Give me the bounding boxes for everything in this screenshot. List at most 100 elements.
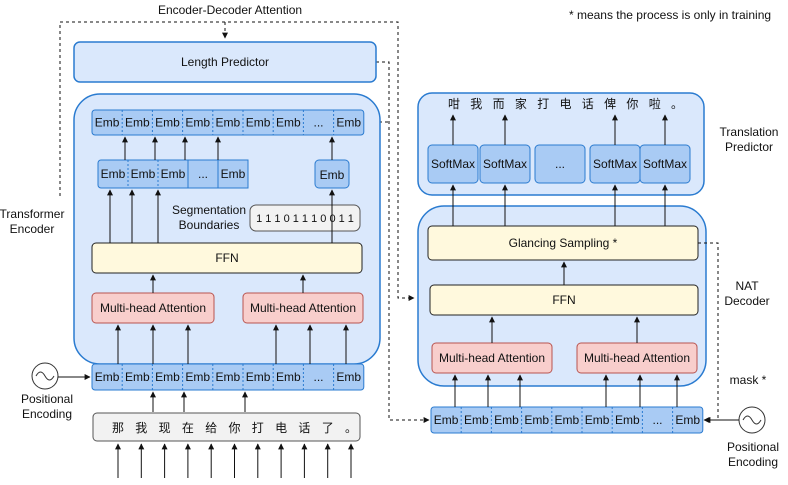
softmax-label: SoftMax bbox=[431, 157, 475, 171]
segmentation-label-2: Boundaries bbox=[179, 218, 240, 232]
length-predictor-box bbox=[73, 41, 377, 83]
encoder-top-emb-cell: Emb bbox=[185, 116, 210, 130]
encoder-input-emb-cell: Emb bbox=[246, 370, 271, 384]
source-token: 电 bbox=[275, 421, 287, 435]
decoder-input-emb-cell: ... bbox=[652, 413, 662, 427]
source-token: 你 bbox=[228, 421, 240, 435]
nat-decoder-label-2: Decoder bbox=[724, 294, 769, 308]
sine-wave-left-icon bbox=[35, 371, 55, 381]
encoder-top-emb-cell: Emb bbox=[276, 116, 301, 130]
decoder-ffn-label: FFN bbox=[552, 293, 575, 307]
nat-decoder-label-1: NAT bbox=[735, 279, 759, 293]
length-to-decoder-path bbox=[376, 61, 430, 423]
softmax-label: ... bbox=[555, 157, 565, 171]
encoder-top-emb-cell: Emb bbox=[246, 116, 271, 130]
encoder-seg-emb-last-label: Emb bbox=[221, 167, 246, 181]
source-token: 现 bbox=[159, 421, 171, 435]
encoder-seg-emb-cell: Emb bbox=[101, 167, 126, 181]
encoder-top-emb-cell: ... bbox=[313, 116, 323, 130]
glancing-sampling-label: Glancing Sampling * bbox=[509, 236, 618, 250]
segmentation-label-1: Segmentation bbox=[172, 203, 246, 217]
encoder-top-emb-frame bbox=[91, 109, 365, 136]
output-token: 而 bbox=[493, 97, 505, 111]
segment-end-emb-label: Emb bbox=[320, 168, 345, 182]
encoder-input-emb-cell: Emb bbox=[155, 370, 180, 384]
output-token: 话 bbox=[582, 97, 594, 111]
decoder-attention-left-label: Multi-head Attention bbox=[439, 351, 545, 365]
encoder-attention-left-label: Multi-head Attention bbox=[100, 301, 206, 315]
encoder-seg-emb-cell: Emb bbox=[161, 167, 186, 181]
output-token: 电 bbox=[559, 97, 571, 111]
source-token: 在 bbox=[182, 421, 194, 435]
output-token: 家 bbox=[515, 96, 527, 111]
decoder-input-emb-cell: Emb bbox=[494, 413, 519, 427]
source-tokens: 那我现在给你打电话了。 bbox=[112, 421, 357, 478]
source-token: 打 bbox=[252, 421, 264, 435]
encoder-seg-emb-last bbox=[217, 159, 249, 189]
decoder-input-emb-cell: Emb bbox=[524, 413, 549, 427]
encoder-input-emb-cell: Emb bbox=[185, 370, 210, 384]
decoder-input-emb-cell: Emb bbox=[464, 413, 489, 427]
decoder-input-emb-cell: Emb bbox=[585, 413, 610, 427]
positional-left-label-1: Positional bbox=[21, 392, 73, 406]
encoder-input-emb-cell: Emb bbox=[276, 370, 301, 384]
encoder-ffn-label: FFN bbox=[215, 251, 238, 265]
encoder-input-emb-cell: Emb bbox=[95, 370, 120, 384]
source-token: 那 bbox=[112, 421, 124, 435]
output-token: 啦 bbox=[649, 96, 661, 111]
mask-label: mask * bbox=[730, 373, 767, 387]
encoder-decoder-attention-label: Encoder-Decoder Attention bbox=[158, 3, 302, 17]
softmax-box bbox=[534, 144, 586, 184]
decoder-input-emb-cell: Emb bbox=[675, 413, 700, 427]
encoder-seg-emb-cell: Emb bbox=[131, 167, 156, 181]
translation-predictor-label-1: Translation bbox=[720, 125, 779, 139]
transformer-encoder-label-1: Transformer bbox=[0, 207, 64, 221]
source-token: 给 bbox=[205, 421, 217, 435]
transformer-encoder-label-2: Encoder bbox=[10, 222, 55, 236]
source-token: 。 bbox=[345, 421, 357, 435]
segmentation-bits: 1 1 1 0 1 1 1 0 0 1 1 bbox=[256, 213, 354, 225]
decoder-input-emb-frame bbox=[430, 406, 704, 434]
encoder-ffn-box bbox=[91, 242, 363, 274]
encoder-top-emb-cell: Emb bbox=[125, 116, 150, 130]
encoder-input-emb-cell: ... bbox=[313, 370, 323, 384]
encoder-input-emb-cell: Emb bbox=[125, 370, 150, 384]
translation-predictor-label-2: Predictor bbox=[725, 140, 773, 154]
encoder-top-emb-row: Emb Emb Emb Emb Emb Emb Emb... Emb bbox=[91, 109, 365, 136]
positional-left-label-2: Encoding bbox=[22, 407, 72, 421]
softmax-label: SoftMax bbox=[643, 157, 687, 171]
encoder-input-emb-frame bbox=[91, 363, 365, 391]
decoder-input-emb-cell: Emb bbox=[434, 413, 459, 427]
flow-arrows bbox=[107, 114, 739, 423]
softmax-label: SoftMax bbox=[483, 157, 527, 171]
encoder-top-emb-cell: Emb bbox=[216, 116, 241, 130]
encoder-seg-emb-ellipsis: ... bbox=[198, 167, 208, 181]
encoder-top-emb-cell: Emb bbox=[155, 116, 180, 130]
softmax-label: SoftMax bbox=[593, 157, 637, 171]
decoder-input-emb-cell: Emb bbox=[555, 413, 580, 427]
output-tokens: 咁我而家打电话俾你啦。 bbox=[448, 96, 683, 111]
output-token: 我 bbox=[470, 97, 482, 111]
positional-right-label-2: Encoding bbox=[728, 455, 778, 469]
softmax-row: SoftMax SoftMax... SoftMax SoftMax bbox=[427, 144, 691, 184]
encoder-attention-right-label: Multi-head Attention bbox=[250, 301, 356, 315]
decoder-input-emb-row: Emb Emb Emb Emb Emb Emb Emb... Emb bbox=[430, 406, 704, 434]
training-note: * means the process is only in training bbox=[569, 8, 771, 22]
length-predictor-label: Length Predictor bbox=[181, 55, 269, 69]
output-token: 俾 bbox=[604, 96, 616, 111]
encoder-input-emb-cell: Emb bbox=[336, 370, 361, 384]
enc-dec-attention-path bbox=[59, 21, 415, 301]
output-token: 打 bbox=[537, 97, 549, 111]
source-sentence-box bbox=[92, 412, 361, 442]
decoder-input-emb-cell: Emb bbox=[615, 413, 640, 427]
sine-wave-right-icon bbox=[742, 415, 762, 425]
output-token: 咁 bbox=[448, 97, 460, 111]
encoder-top-emb-cell: Emb bbox=[336, 116, 361, 130]
encoder-top-emb-cell: Emb bbox=[95, 116, 120, 130]
positional-right-label-1: Positional bbox=[727, 440, 779, 454]
source-token: 我 bbox=[135, 421, 147, 435]
source-token: 了 bbox=[322, 421, 334, 435]
